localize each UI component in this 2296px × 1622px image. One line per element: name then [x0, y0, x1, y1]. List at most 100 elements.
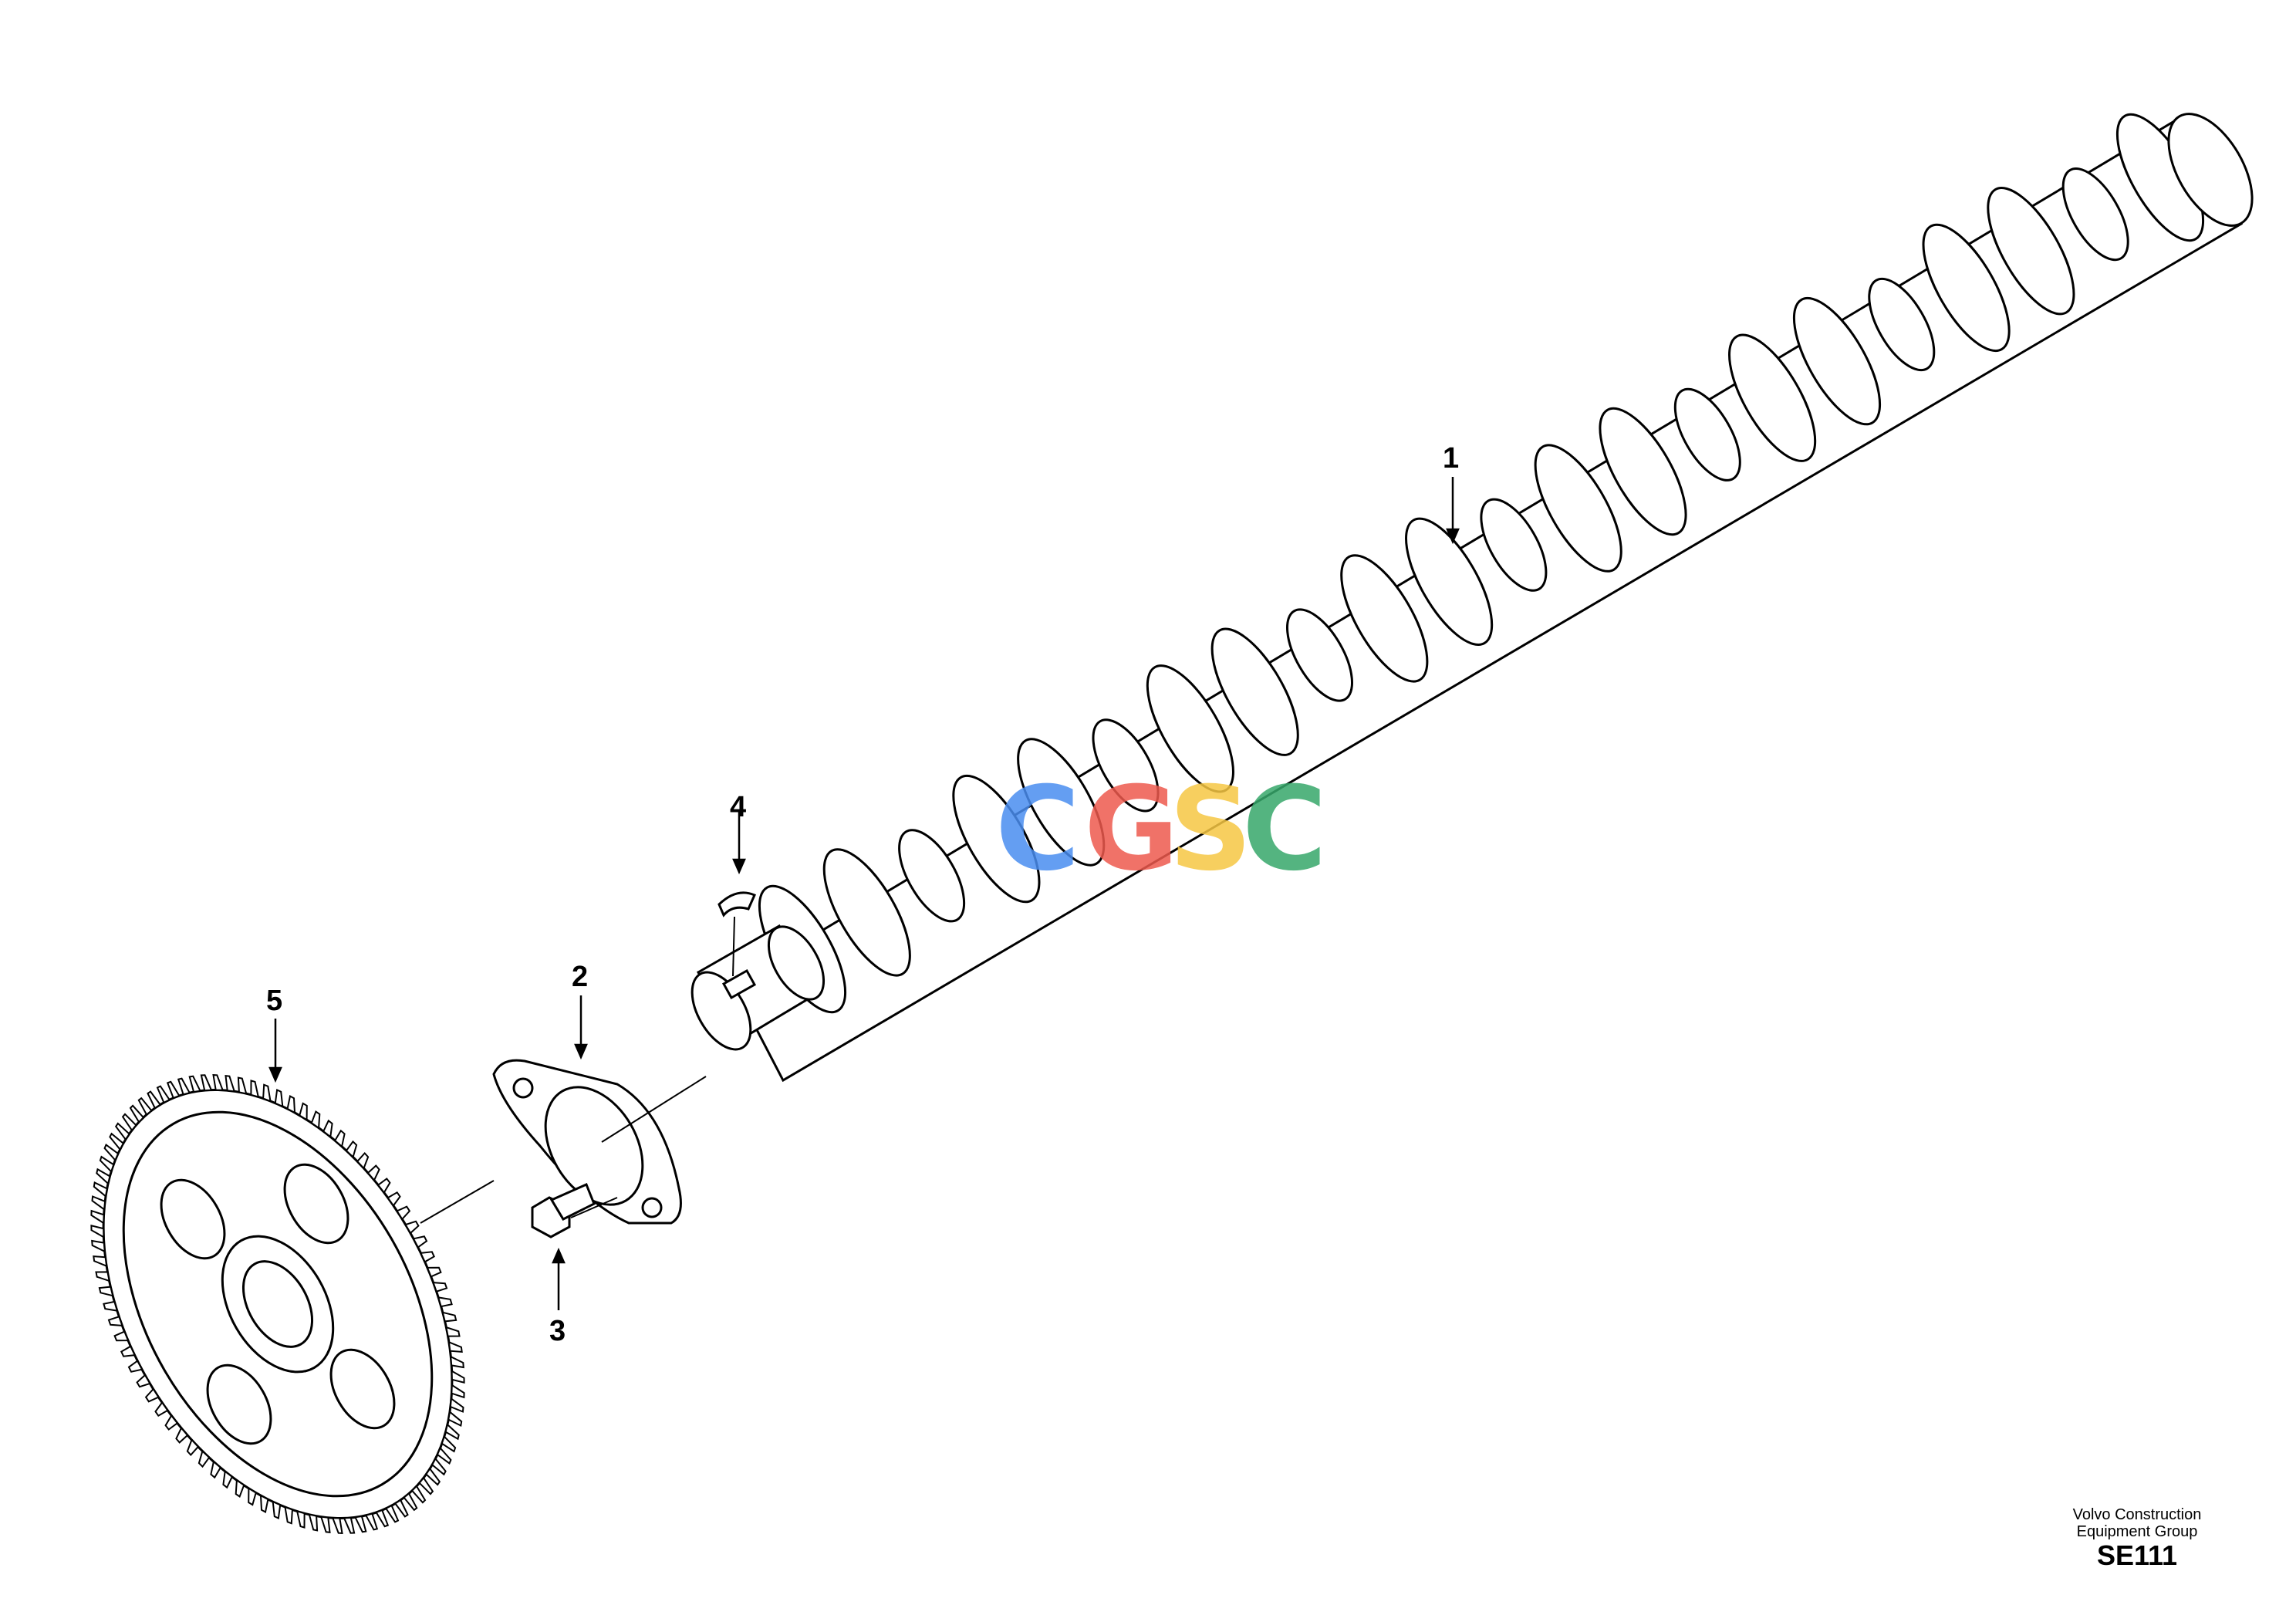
camshaft-icon — [690, 113, 2254, 1083]
gear-tooth — [333, 1129, 346, 1148]
gear-tooth — [164, 1414, 179, 1431]
cam-lobe — [1728, 333, 1817, 462]
callout-4: 4 — [730, 791, 747, 823]
gear-tooth — [144, 1387, 160, 1403]
gear-tooth — [177, 1077, 191, 1096]
gear-tooth — [319, 1516, 331, 1534]
brand-block: Volvo Construction Equipment Group SE111 — [2021, 1506, 2253, 1571]
gear-tooth — [450, 1355, 464, 1369]
gear-tooth — [114, 1122, 130, 1141]
camshaft-gear-icon — [90, 1074, 465, 1534]
callout-5: 5 — [266, 985, 283, 1017]
leader-lines — [268, 477, 1460, 1310]
woodruff-key-icon — [718, 891, 756, 917]
gear-tooth — [345, 1140, 358, 1159]
gear-tooth — [426, 1266, 442, 1278]
gear-tooth — [437, 1296, 453, 1308]
callout-2: 2 — [572, 961, 589, 993]
gear-tooth — [98, 1286, 114, 1297]
gear-tooth — [175, 1426, 189, 1444]
gear-tooth — [425, 1467, 441, 1486]
cam-journal — [1868, 277, 1936, 372]
flange-bolt-icon — [531, 1182, 596, 1238]
gear-tooth — [91, 1195, 106, 1211]
callout-3: 3 — [549, 1315, 566, 1347]
gear-tooth — [113, 1330, 130, 1342]
gear-tooth — [354, 1515, 367, 1533]
gear-tooth — [136, 1374, 151, 1388]
gear-tooth — [272, 1500, 282, 1519]
cam-lobe — [1210, 627, 1299, 756]
gear-tooth — [235, 1478, 245, 1499]
gear-tooth — [274, 1089, 284, 1108]
gear-tooth — [166, 1080, 181, 1100]
gear-tooth — [99, 1155, 115, 1174]
thrust-flange-icon — [492, 1059, 682, 1225]
gear-tooth — [222, 1469, 234, 1489]
gear-tooth — [129, 1104, 145, 1124]
gear-tooth — [356, 1152, 370, 1170]
gear-tooth — [451, 1384, 465, 1399]
gear-tooth — [262, 1083, 272, 1103]
gear-tooth — [237, 1076, 248, 1095]
gear-tooth — [96, 1168, 111, 1185]
gear-tooth — [286, 1094, 296, 1114]
gear-tooth — [364, 1512, 379, 1531]
gear-tooth — [200, 1074, 213, 1092]
brand-line-1: Volvo Construction — [2072, 1506, 2202, 1523]
cam-journal — [1480, 498, 1548, 592]
gear-tooth — [188, 1075, 201, 1093]
gear-tooth — [322, 1119, 333, 1139]
gear-tooth — [137, 1097, 153, 1117]
gear-tooth — [387, 1191, 401, 1208]
gear-tooth — [120, 1345, 137, 1357]
gear-tooth — [436, 1446, 452, 1465]
gear-tooth — [93, 1255, 108, 1268]
cam-lobe — [1017, 738, 1106, 867]
gear-tooth — [147, 1090, 162, 1110]
cam-lobe — [952, 774, 1041, 904]
gear-tooth — [343, 1516, 356, 1534]
watermark-letter-4: C — [1242, 762, 1328, 897]
gear-tooth — [121, 1113, 137, 1132]
gear-tooth — [445, 1326, 461, 1337]
cam-journal — [1286, 608, 1353, 702]
gear-tooth — [299, 1102, 308, 1121]
gear-tooth — [127, 1360, 144, 1373]
cam-journal — [1092, 718, 1160, 813]
gear-tooth — [212, 1074, 225, 1091]
gear-tooth — [186, 1438, 200, 1456]
gear-tooth — [447, 1410, 463, 1427]
gear-tooth — [156, 1085, 171, 1104]
gear-tooth — [444, 1423, 460, 1441]
gear-tooth — [107, 1316, 123, 1327]
gear-tooth — [198, 1449, 211, 1468]
gear-tooth — [396, 1205, 411, 1221]
gear-tooth — [441, 1434, 457, 1453]
cam-journal — [2061, 167, 2129, 262]
gear-tooth — [259, 1494, 269, 1514]
watermark-letter-3: S — [1169, 762, 1253, 897]
gear-tooth — [284, 1505, 293, 1525]
cam-lobe — [1146, 664, 1234, 793]
gear-tooth — [441, 1311, 458, 1323]
gear-tooth — [310, 1110, 321, 1130]
gear-tooth — [412, 1235, 428, 1249]
gear-tooth — [418, 1476, 434, 1495]
gear-tooth — [248, 1487, 257, 1506]
cam-journal — [898, 829, 966, 923]
gear-tooth — [103, 1300, 119, 1312]
gear-tooth — [384, 1504, 400, 1523]
gear-tooth — [451, 1370, 465, 1384]
gear-tooth — [308, 1513, 319, 1532]
gear-tooth — [447, 1340, 463, 1353]
gear-tooth — [95, 1271, 110, 1282]
gear-tooth — [90, 1225, 105, 1238]
callout-1: 1 — [1443, 442, 1460, 475]
cam-journal — [1673, 387, 1741, 482]
cam-lobe — [1922, 223, 2011, 353]
gear-tooth — [210, 1460, 222, 1479]
gear-tooth — [393, 1499, 409, 1518]
gear-tooth — [432, 1281, 448, 1293]
